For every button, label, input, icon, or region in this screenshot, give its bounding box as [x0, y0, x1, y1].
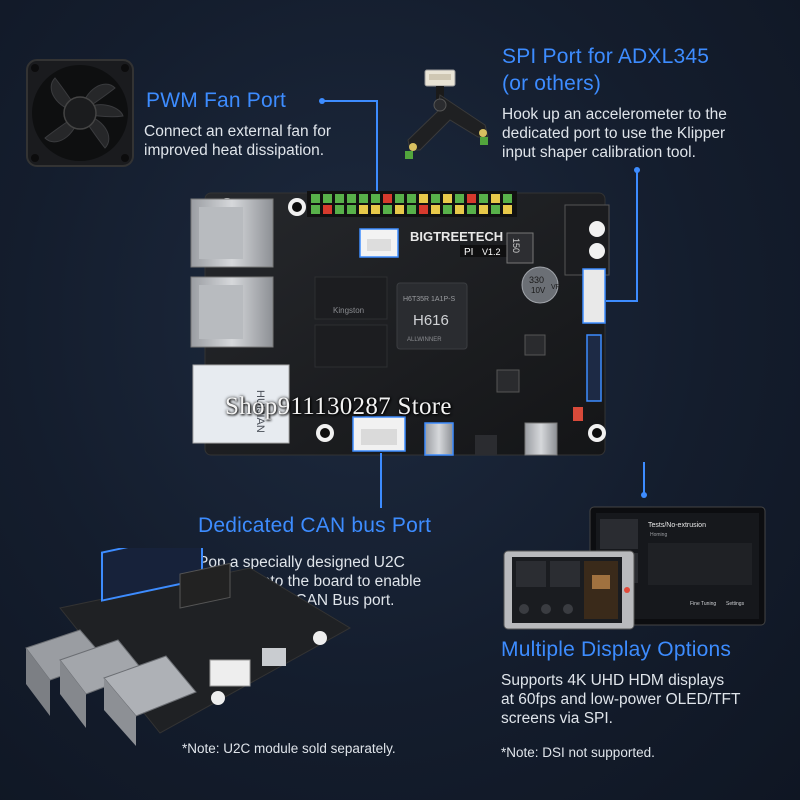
pwm-fan-port-title: PWM Fan Port: [146, 89, 287, 112]
display-options-title: Multiple Display Options: [501, 638, 732, 661]
spi-title-line: SPI Port for ADXL345: [502, 45, 710, 68]
bigtreetech-pi-board-image: HUIJIAN BIGTREETECH PI V1.2 Kingston H6T…: [190, 191, 610, 456]
chip-maker-label: ALLWINNER: [407, 337, 442, 343]
display-leader-line: [643, 462, 645, 496]
spi-desc-line: Hook up an accelerometer to the: [502, 106, 727, 123]
pwm-fan-port-description: Connect an external fan for improved hea…: [144, 122, 331, 160]
capacitor-voltage-label: 10V: [531, 286, 546, 295]
large-screen-menu-item: Fine Tuning: [690, 601, 716, 607]
pwm-leader-line: [376, 100, 378, 235]
board-version-label: V1.2: [482, 247, 501, 257]
large-screen-status: Homing: [650, 532, 667, 538]
spi-leader-line: [606, 300, 638, 302]
spi-title-line: (or others): [502, 72, 602, 95]
board-brand-label: BIGTREETECH: [410, 229, 503, 244]
chip-model-label: H616: [413, 312, 449, 329]
capacitor-series-label: VR: [551, 284, 561, 291]
can-bus-port-title: Dedicated CAN bus Port: [198, 514, 432, 537]
accelerometer-module-image: [405, 69, 489, 159]
chip-code-label: H6T35R 1A1P-S: [403, 296, 455, 303]
spi-port-title: SPI Port for ADXL345 (or others): [502, 43, 709, 97]
spi-desc-line: input shaper calibration tool.: [502, 144, 696, 161]
capacitor-value-label: 330: [529, 275, 544, 285]
display-options-description: Supports 4K UHD HDM displays at 60fps an…: [501, 671, 741, 728]
pwm-leader-dot: [319, 98, 325, 104]
spi-desc-line: dedicated port to use the Klipper: [502, 125, 726, 142]
cooling-fan-image: [26, 59, 134, 167]
display-desc-line: screens via SPI.: [501, 710, 613, 727]
can-desc-line: Pop a specially designed U2C: [198, 554, 405, 571]
can-bus-note: *Note: U2C module sold separately.: [182, 741, 396, 756]
store-watermark: Shop911130287 Store: [225, 393, 452, 420]
transformer-label: HUIJIAN: [254, 390, 266, 433]
large-screen-menu-item: Settings: [726, 601, 745, 607]
display-note: *Note: DSI not supported.: [501, 745, 655, 760]
large-screen-title: Tests/No-extrusion: [648, 522, 706, 529]
capacitor-code-label: 150: [511, 238, 521, 253]
pwm-desc-line: Connect an external fan for: [144, 123, 331, 140]
display-screens-image: Tests/No-extrusion Homing Fine Tuning Se…: [503, 506, 766, 630]
ram-brand-label: Kingston: [333, 306, 364, 315]
display-leader-dot: [641, 492, 647, 498]
board-model-label: PI: [464, 247, 473, 258]
spi-leader-line: [636, 172, 638, 302]
pwm-desc-line: improved heat dissipation.: [144, 142, 325, 159]
display-desc-line: at 60fps and low-power OLED/TFT: [501, 691, 741, 708]
display-desc-line: Supports 4K UHD HDM displays: [501, 672, 725, 689]
can-leader-line: [380, 453, 382, 508]
spi-leader-dot: [634, 167, 640, 173]
board-with-u2c-module-image: [25, 548, 352, 746]
pwm-leader-line: [322, 100, 377, 102]
spi-port-description: Hook up an accelerometer to the dedicate…: [502, 105, 727, 162]
